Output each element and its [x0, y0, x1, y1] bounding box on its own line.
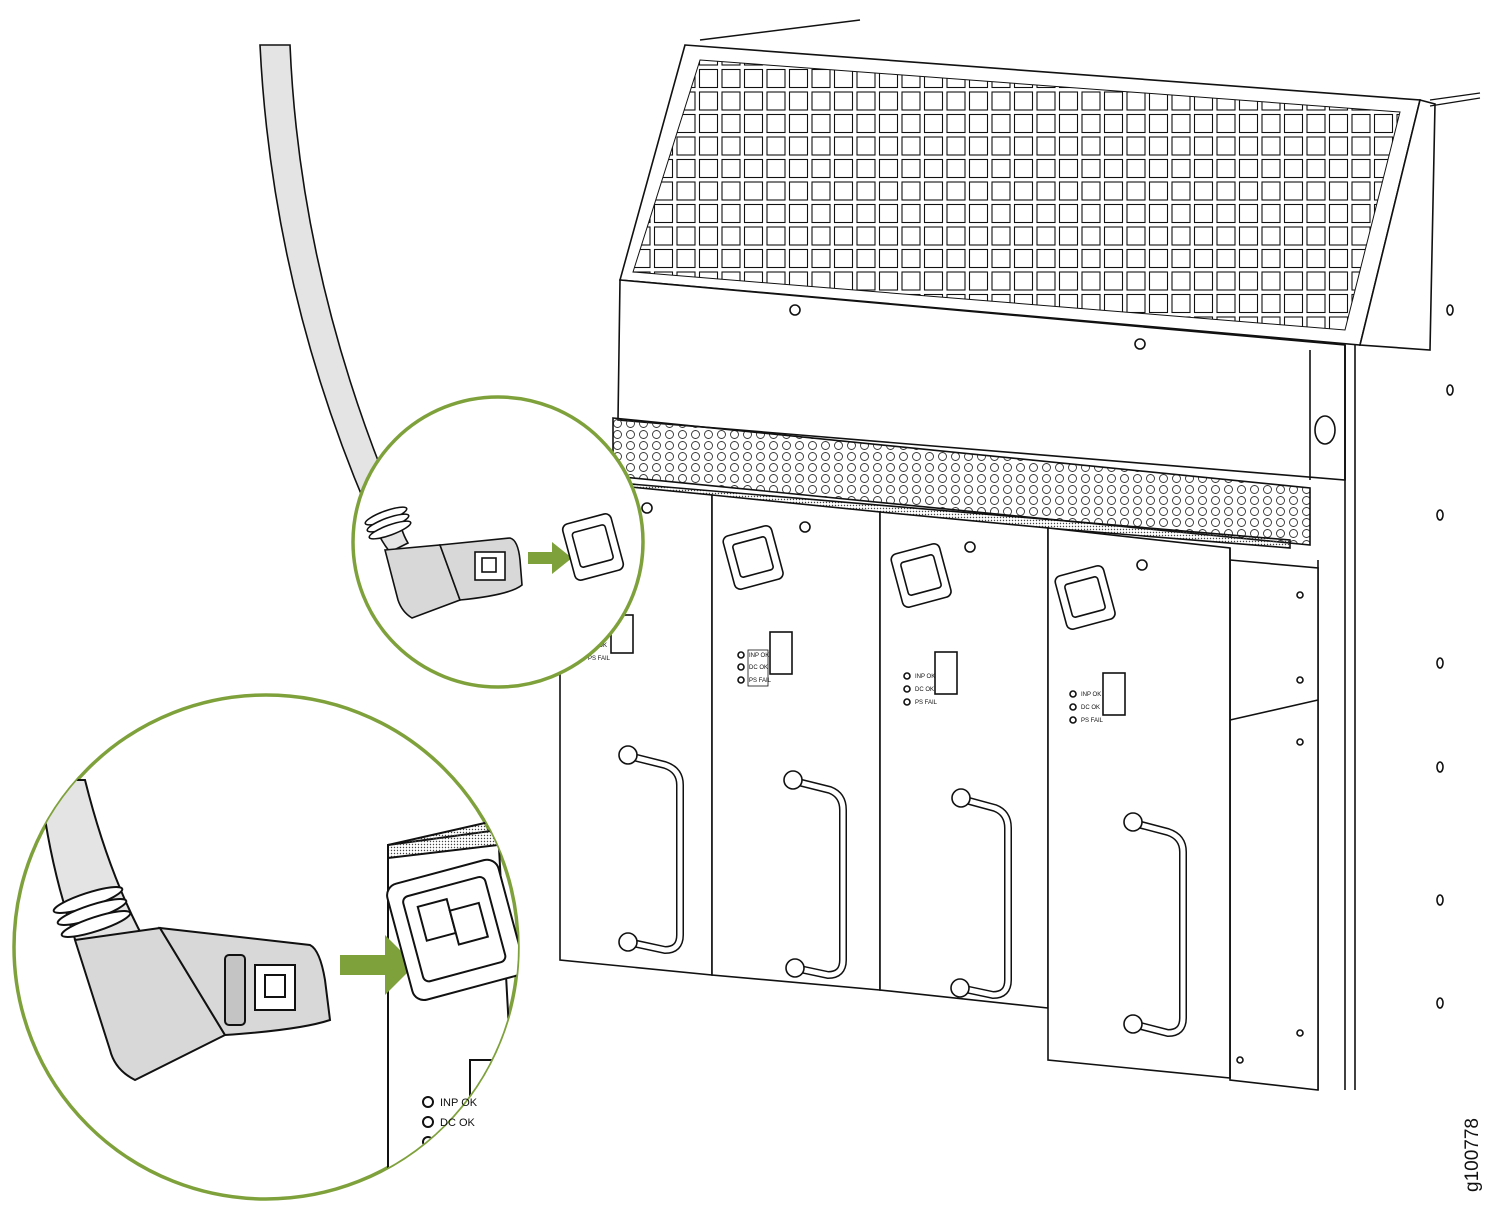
- psu-power-inlet-icon: [1054, 564, 1116, 630]
- psu-status-led-icon: [737, 676, 745, 684]
- power-supply-2: [711, 494, 881, 991]
- insert-arrow-icon: [340, 935, 415, 995]
- psu-power-inlet-icon: [890, 542, 952, 608]
- zoom-callout-small: [351, 395, 645, 689]
- psu2-led-fail-label: PS FAIL: [749, 678, 772, 684]
- zoom-led-dc-label: DC OK: [440, 1117, 476, 1129]
- rack-holes: [1436, 304, 1454, 1009]
- psu-power-switch-icon: [769, 631, 793, 675]
- captive-screw: [1314, 415, 1336, 445]
- psu-power-inlet-icon: [386, 858, 518, 1002]
- strain-relief-rings: [52, 886, 132, 938]
- panel-screw: [1134, 338, 1146, 350]
- router-chassis: [559, 19, 1481, 1091]
- psu3-led-fail-label: PS FAIL: [915, 700, 938, 706]
- power-cord-plug-icon: [73, 926, 332, 1082]
- psu4-led-dc-label: DC OK: [1081, 705, 1100, 711]
- zoom-led-inp-label: INP OK: [440, 1097, 478, 1109]
- figure-id: g100778: [1462, 1118, 1483, 1192]
- power-cord-plug-icon: [383, 537, 523, 619]
- psu-status-led-icon: [1069, 703, 1077, 711]
- panel-screw: [789, 304, 801, 316]
- strain-relief-rings: [364, 506, 412, 540]
- psu-status-led-icon: [903, 672, 911, 680]
- psu-power-inlet-icon: [561, 513, 625, 581]
- psu-power-switch-icon: [934, 651, 958, 695]
- psu2-led-inp-label: INP OK: [749, 653, 769, 659]
- psu3-led-inp-label: INP OK: [915, 674, 935, 680]
- psu-status-led-icon: [737, 651, 745, 659]
- psu1-led-fail-label: PS FAIL: [588, 656, 611, 662]
- psu-status-led-icon: [1069, 690, 1077, 698]
- power-supply-4: [1047, 527, 1231, 1079]
- psu-status-led-icon: [903, 685, 911, 693]
- zoom-callout-large: INP OK DC OK: [12, 693, 520, 1201]
- power-cord: [259, 44, 400, 522]
- psu-status-led-icon: [903, 698, 911, 706]
- psu-power-switch-icon: [1102, 672, 1126, 716]
- psu-power-inlet-icon: [722, 524, 784, 590]
- insert-arrow-icon: [528, 542, 572, 574]
- power-supply-3: [879, 511, 1049, 1009]
- psu-status-led-icon: [422, 1116, 434, 1128]
- psu3-led-dc-label: DC OK: [915, 687, 934, 693]
- psu-status-led-icon: [422, 1096, 434, 1108]
- psu2-led-dc-label: DC OK: [749, 665, 768, 671]
- psu-status-led-icon: [1069, 716, 1077, 724]
- psu-status-led-icon: [737, 663, 745, 671]
- psu4-led-inp-label: INP OK: [1081, 692, 1101, 698]
- psu4-led-fail-label: PS FAIL: [1081, 718, 1104, 724]
